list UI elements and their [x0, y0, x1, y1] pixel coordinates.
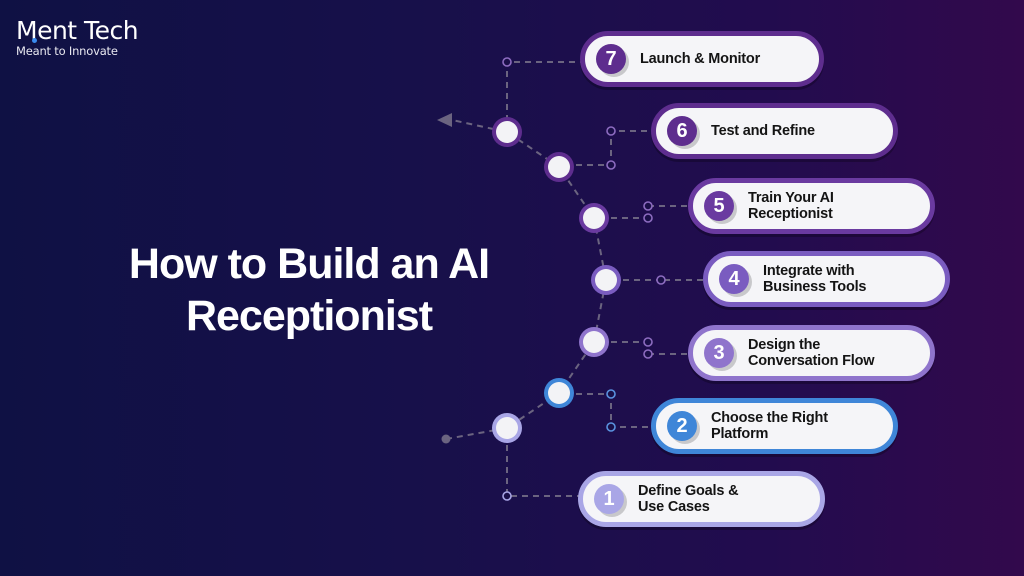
brand-logo: Ment Tech Meant to Innovate: [16, 18, 139, 58]
brand-dot-icon: [32, 38, 37, 43]
brand-tagline: Meant to Innovate: [16, 44, 118, 58]
step-number-3-icon: 3: [704, 338, 734, 368]
step-7-label: Launch & Monitor: [640, 51, 761, 67]
page-title: How to Build an AI Receptionist: [94, 238, 524, 342]
title-line-2: Receptionist: [185, 292, 433, 340]
step-number-1-icon: 1: [594, 484, 624, 514]
step-number-5-icon: 5: [704, 191, 734, 221]
step-number-6-icon: 6: [667, 116, 697, 146]
step-number-7-icon: 7: [596, 44, 626, 74]
step-6-card: 6 Test and Refine: [651, 103, 898, 159]
step-6-label: Test and Refine: [711, 123, 815, 139]
start-dot-icon: [441, 434, 451, 444]
step-1-label: Define Goals &Use Cases: [638, 483, 739, 515]
arrow-icon: [437, 113, 452, 127]
step-number-2-icon: 2: [667, 411, 697, 441]
step-7-card: 7 Launch & Monitor: [580, 31, 824, 87]
title-line-1: How to Build an AI: [128, 240, 490, 288]
step-1-card: 1 Define Goals &Use Cases: [578, 471, 825, 527]
step-number-4-icon: 4: [719, 264, 749, 294]
